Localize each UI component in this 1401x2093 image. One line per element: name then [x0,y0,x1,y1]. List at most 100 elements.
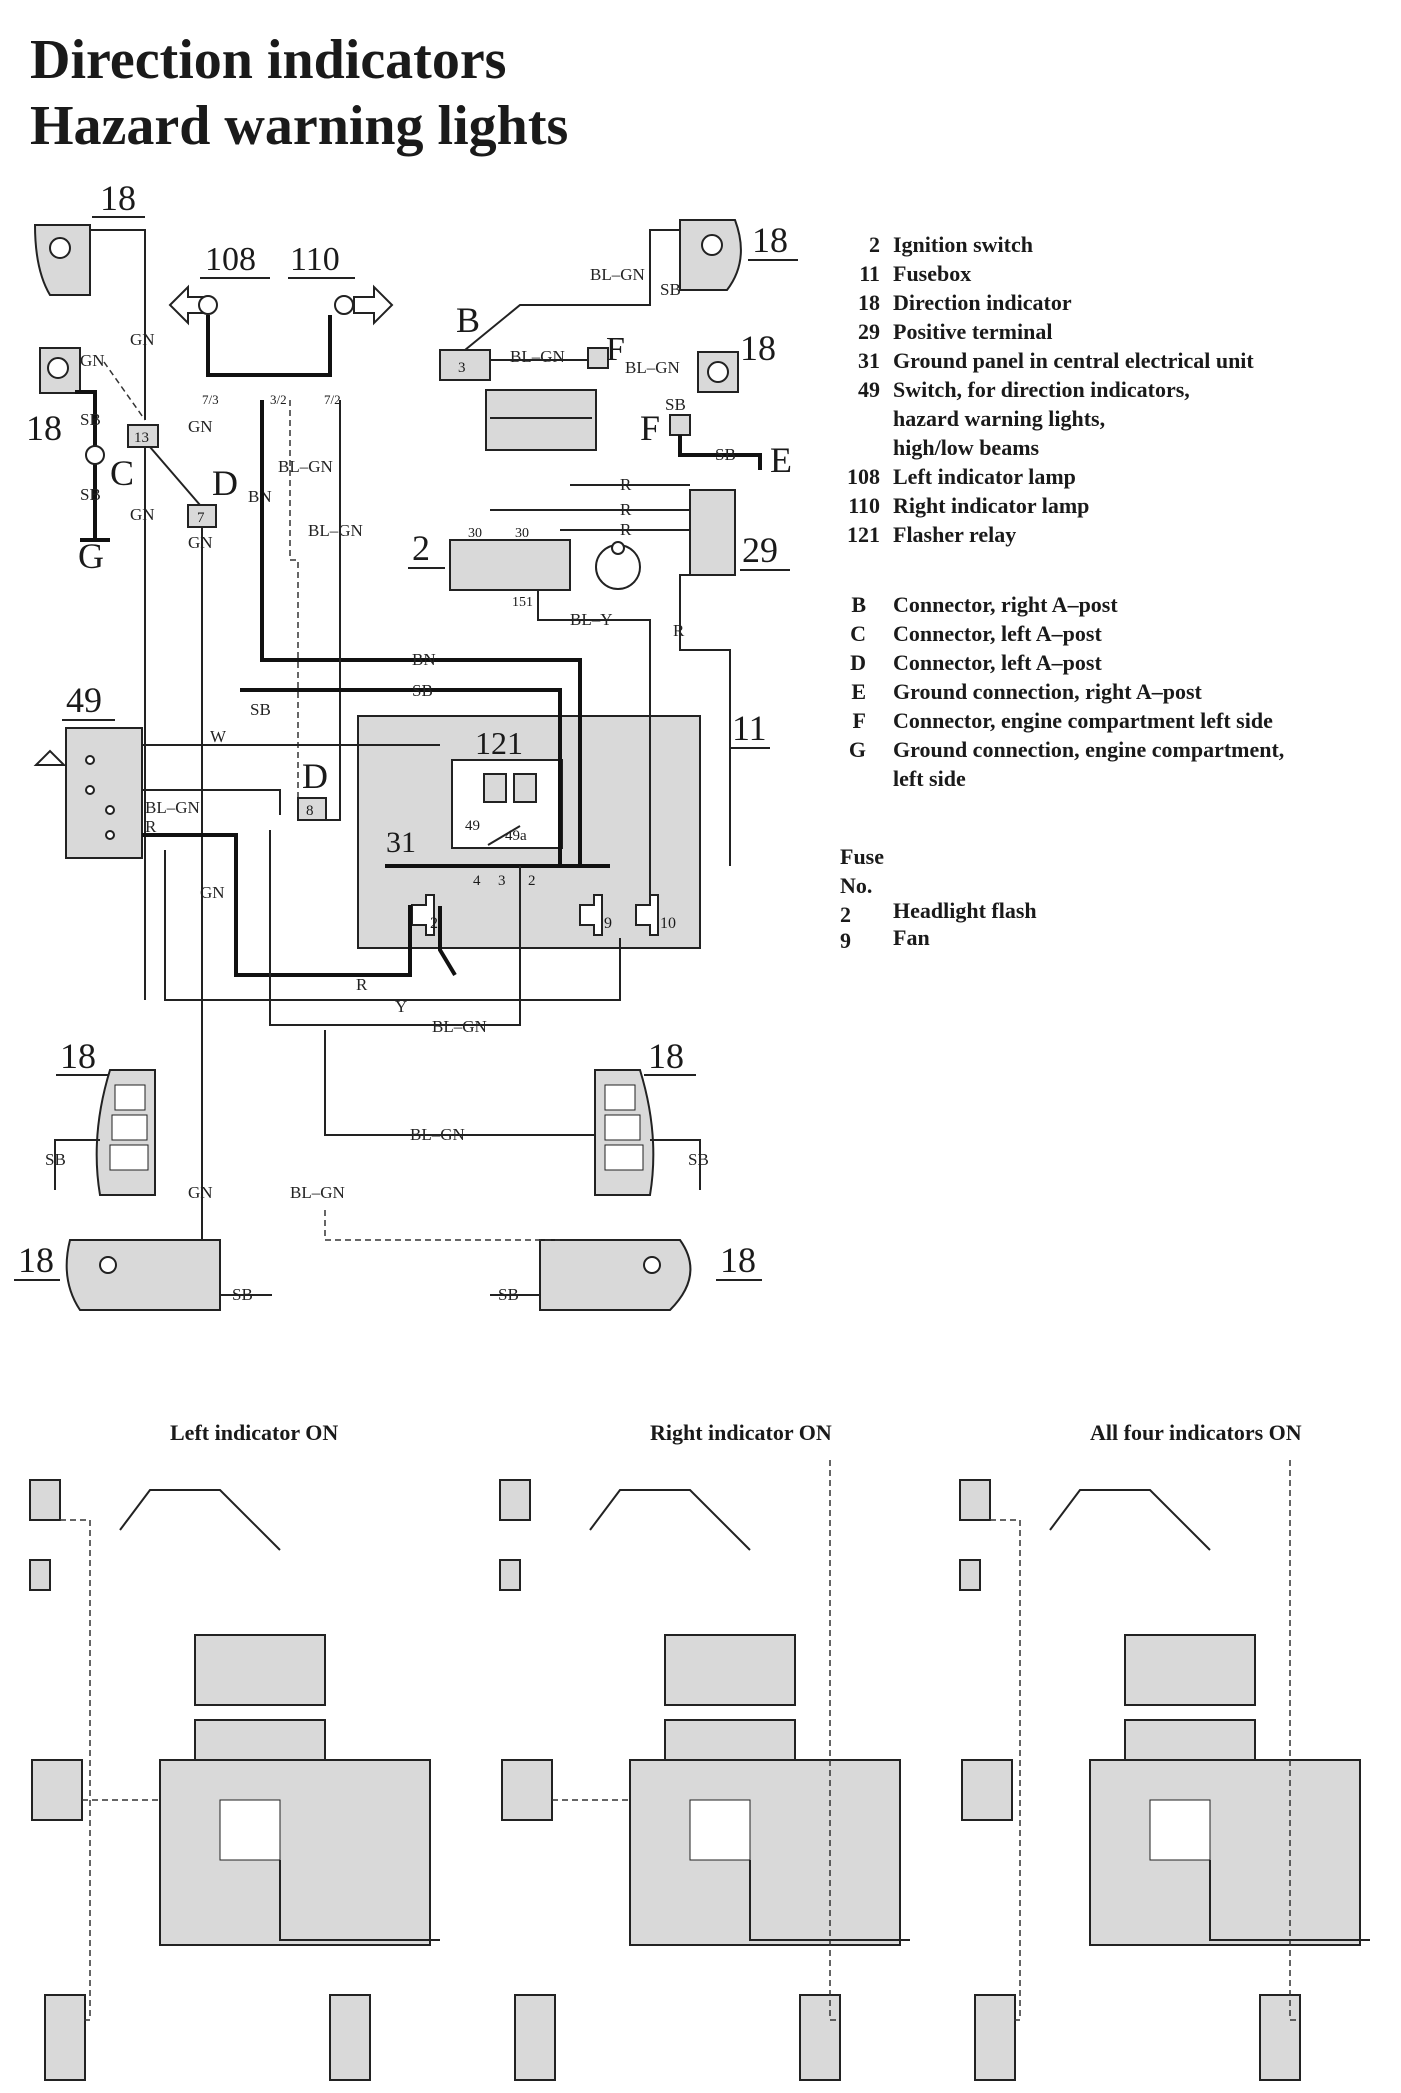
lamp-108-bulb [198,295,218,315]
legend-num-5: 49 [858,377,880,402]
wire-blgn-bumper [324,1210,560,1241]
fuse-clip-10 [635,894,659,936]
bulb-icon [47,357,69,379]
bulb-icon [99,1256,117,1274]
label-18-side: 18 [26,408,62,448]
lamp-110-bulb [334,295,354,315]
label-31: 31 [386,826,416,859]
rear-lens [109,1144,149,1171]
label-18-side-right: 18 [740,328,776,368]
connector-13 [127,424,159,448]
fuse-num-0: 2 [840,902,851,927]
wire-label-sb-8: SB [45,1150,66,1169]
fuse-clip-2 [411,894,435,936]
legend-num-9: 110 [848,493,880,518]
bumper-light-18-right [539,1239,692,1311]
label-18-rear-right: 18 [648,1036,684,1076]
label-G: G [78,536,104,576]
wire-r [142,833,412,977]
wire-label-sb-4: SB [250,700,271,719]
legend-label-4: Ground panel in central electrical unit [893,348,1254,373]
mini-ignition [1124,1719,1256,1761]
connector-f-small [587,347,609,369]
bumper-light-18-left [65,1239,221,1311]
label-18-bumper-left: 18 [18,1240,54,1280]
wire-label-blgn-9: BL–GN [290,1183,345,1202]
label-18-top-left: 18 [100,178,136,218]
label-E: E [770,440,792,480]
wire-label-r-2: R [356,975,368,994]
wire-label-blgn-1: BL–GN [278,457,333,476]
ignition-switch-2 [449,539,571,591]
wire-label-blgn-4: BL–GN [432,1017,487,1036]
wire-label-r-5: R [620,520,632,539]
rear-lens [114,1084,146,1111]
wire-label-blgn-8: BL–GN [410,1125,465,1144]
conn-label-5: Ground connection, engine compartment, [893,737,1284,762]
mini-wire-dashed [60,1519,91,2021]
wire-lamp-bridge [206,315,332,377]
legend-label-8: Left indicator lamp [893,464,1076,489]
mini-switch [31,1759,83,1821]
conn-7-label: 7 [197,510,205,526]
mini-headlight [1124,1634,1256,1706]
term-49a: 49a [505,828,527,844]
switch-contact [105,805,115,815]
conn-code-3: E [851,679,866,704]
label-11: 11 [732,708,767,748]
wire-label-blgn-5: BL–GN [510,347,565,366]
right-indicator-lamp-110 [353,284,394,326]
wire-label-sb-6: SB [665,395,686,414]
wire-label-sb-3: SB [412,681,433,700]
legend-num-0: 2 [869,232,880,257]
switch-49 [65,727,143,859]
mini-fusebox [1089,1759,1361,1946]
wire-label-r-4: R [620,500,632,519]
legend-label-6: hazard warning lights, [893,406,1105,431]
wire-sb-e [678,435,762,470]
wire-label-sb-10: SB [232,1285,253,1304]
wire-label-sb-7: SB [715,445,736,464]
ignition-key-head [611,541,625,555]
wire-blgn-right-top [464,229,690,351]
wire-blgn-dashed [289,400,299,800]
label-18-top-right: 18 [752,220,788,260]
bulb-icon [701,234,723,256]
wire-label-blgn-2: BL–GN [308,521,363,540]
subdiagram-title-0: Left indicator ON [170,1420,338,1445]
mini-wire [279,1860,440,1941]
conn-label-4: Connector, engine compartment left side [893,708,1273,733]
label-110: 110 [290,241,340,278]
wire-blgn-lower [269,830,521,1026]
connector-c [85,445,105,465]
connector-f [669,414,691,436]
wire-label-sb-11: SB [498,1285,519,1304]
wire-to-connector-8 [142,789,281,815]
mini-indicator [29,1479,61,1521]
legend-label-1: Fusebox [893,261,971,286]
conn-code-4: F [853,708,866,733]
conn-8-label: 8 [306,803,314,819]
legend-num-8: 108 [847,464,880,489]
mini-indicator [499,1479,531,1521]
wire-label-blgn-3: BL–GN [145,798,200,817]
relay-contact [513,773,537,803]
bulb-icon [707,361,729,383]
legend-num-10: 121 [847,522,880,547]
conn-label-3: Ground connection, right A–post [893,679,1203,704]
connector-8 [297,797,327,821]
term-151: 151 [512,595,533,610]
legend-label-3: Positive terminal [893,319,1052,344]
conn-code-1: C [850,621,866,646]
mini-relay [689,1799,751,1861]
mini-wire-dashed [990,1519,1021,2021]
label-29: 29 [742,530,778,570]
switch-contact [85,785,95,795]
pin-3-2: 3/2 [270,392,287,407]
fuse-clip-9 [579,894,603,936]
wire-label-bly: BL–Y [570,610,613,629]
fuse-heading-2: No. [840,873,872,898]
fuse-label-2: 2 [430,915,438,932]
fuse-label-10: 10 [660,915,676,932]
mini-wire [1209,1860,1370,1941]
